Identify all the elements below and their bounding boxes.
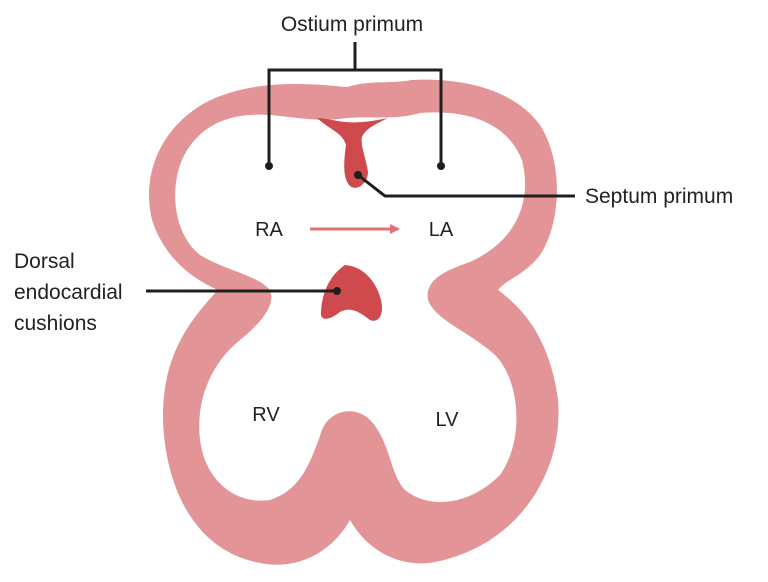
ostium-primum-dot-left bbox=[265, 162, 273, 170]
ostium-primum-bracket bbox=[267, 42, 443, 165]
chamber-label-la: LA bbox=[429, 219, 454, 241]
dorsal-cushions-label-line3: cushions bbox=[14, 312, 97, 335]
septum-primum-shape bbox=[317, 118, 388, 188]
dorsal-cushions-dot bbox=[333, 287, 341, 295]
ostium-primum-dot-right bbox=[437, 162, 445, 170]
septum-primum-dot bbox=[354, 171, 362, 179]
dorsal-cushions-label-line1: Dorsal bbox=[14, 250, 75, 273]
ostium-primum-label: Ostium primum bbox=[281, 13, 423, 36]
chamber-label-ra: RA bbox=[255, 219, 283, 241]
dorsal-cushions-label-line2: endocardial bbox=[14, 281, 123, 304]
dorsal-endocardial-cushions-shape bbox=[320, 265, 382, 321]
heart-wall bbox=[149, 79, 559, 565]
septum-primum-label: Septum primum bbox=[585, 185, 733, 208]
chamber-label-lv: LV bbox=[436, 409, 460, 431]
chamber-label-rv: RV bbox=[252, 404, 280, 426]
septum-primum-leader bbox=[357, 173, 575, 198]
